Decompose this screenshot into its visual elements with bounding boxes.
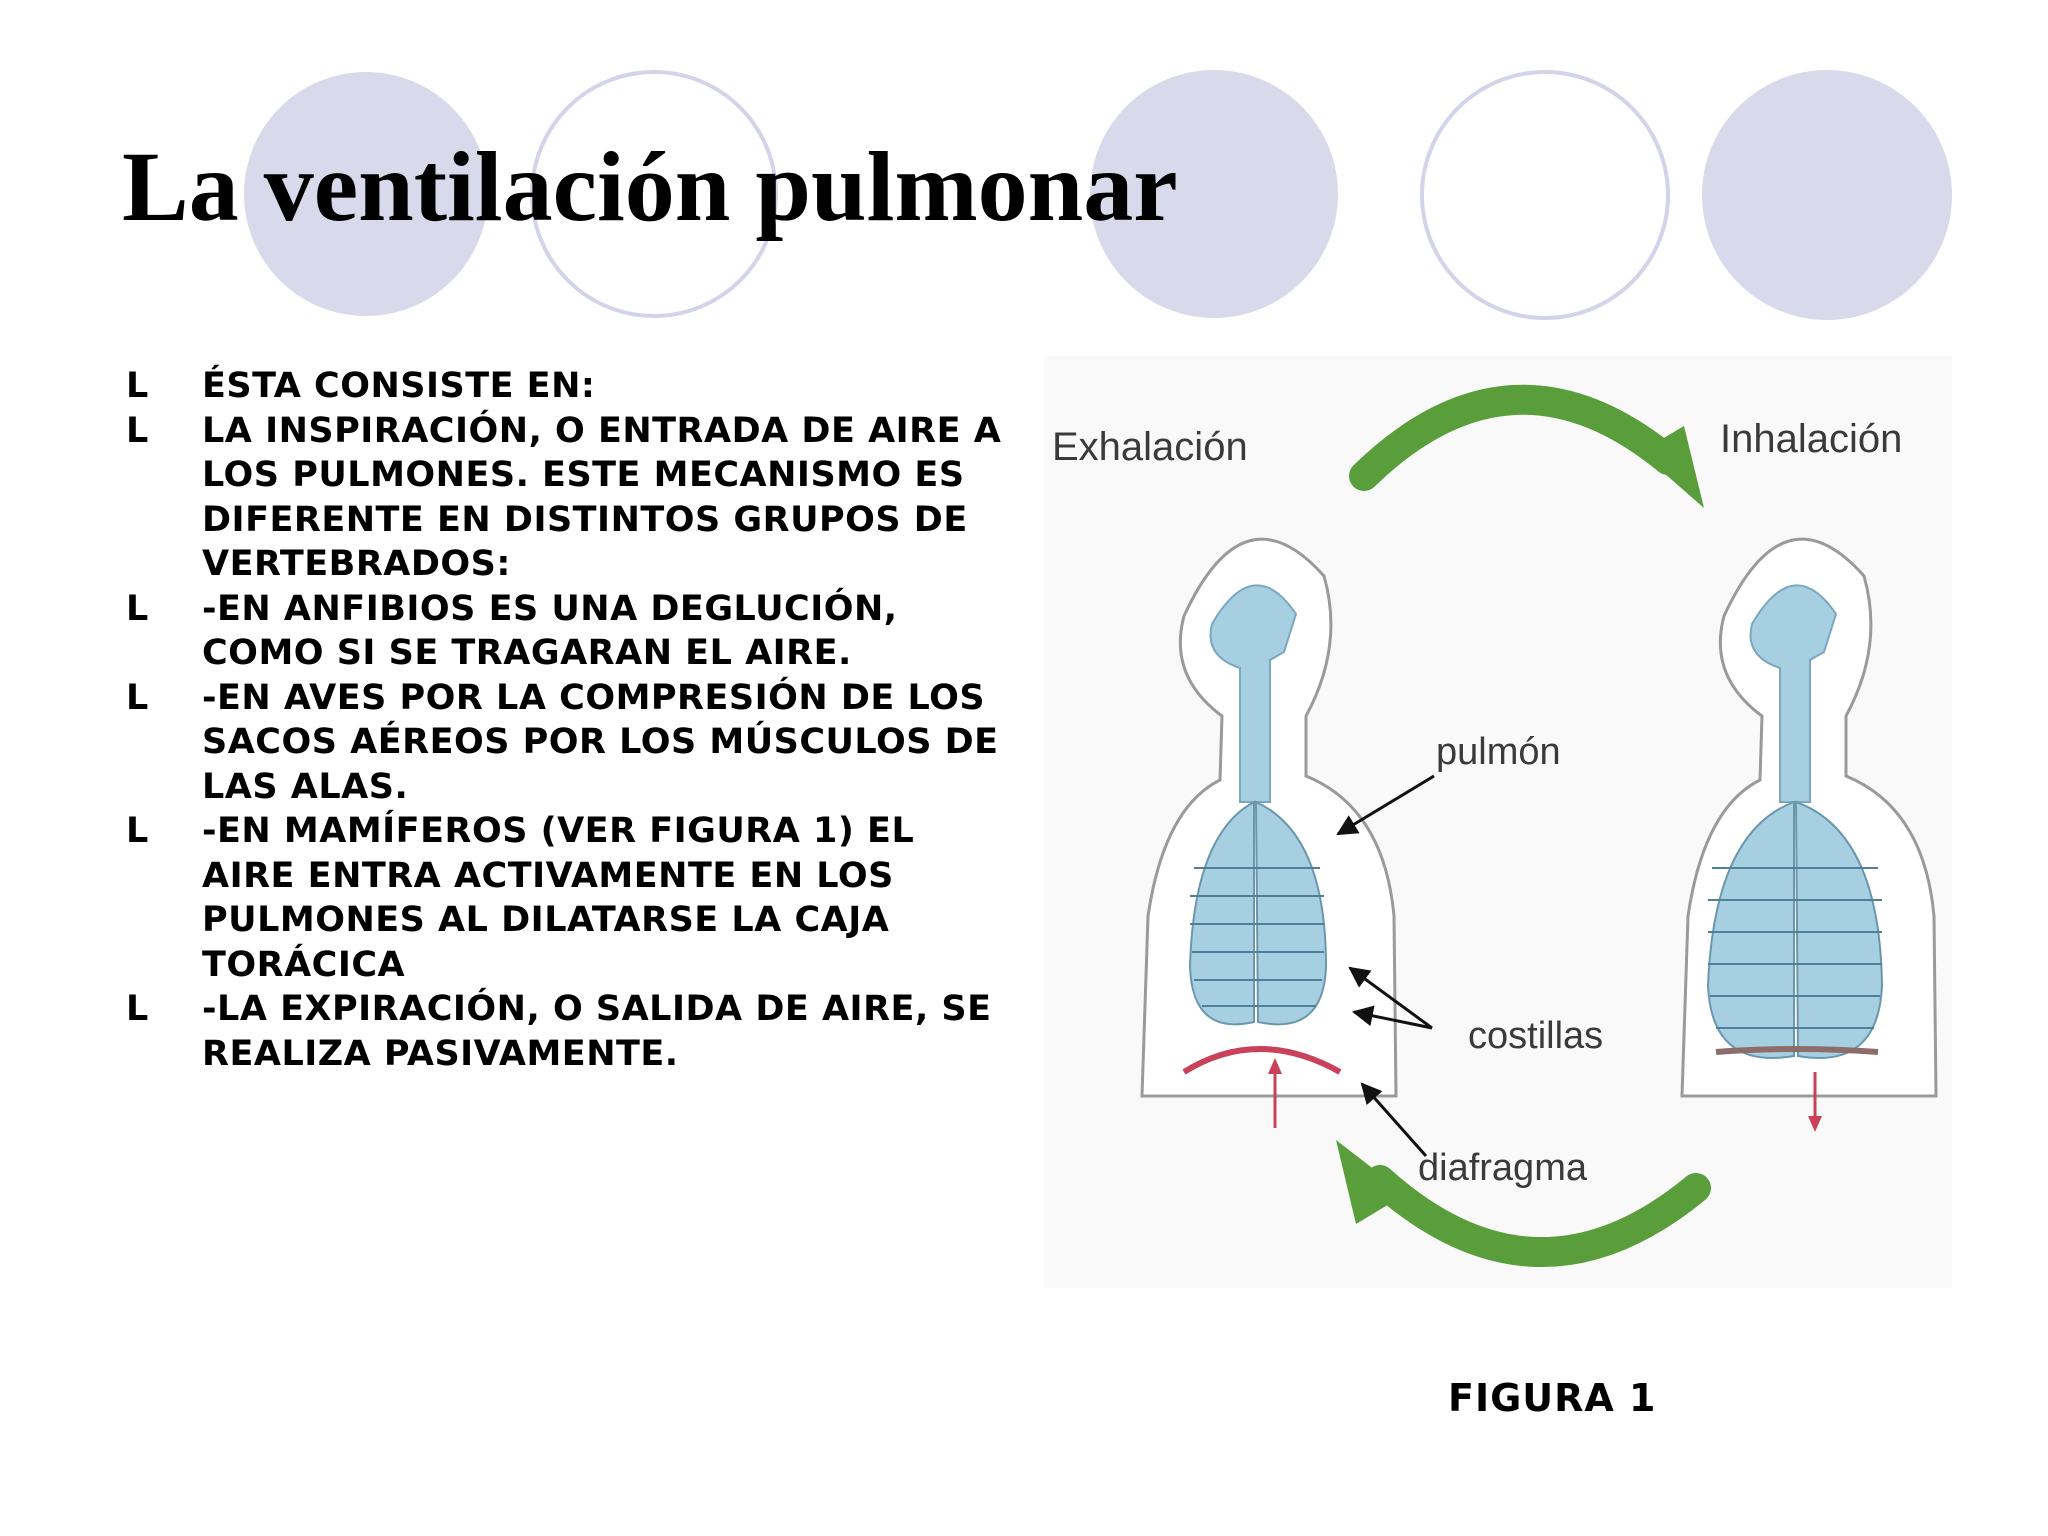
bullet-text: Ésta consiste en: <box>202 366 596 406</box>
bullet-item: l Ésta consiste en: <box>118 364 1018 409</box>
bullet-item: l -En mamíferos (ver figura 1) el aire en… <box>118 809 1018 987</box>
label-pointers <box>1336 774 1435 1157</box>
decorative-circle-5 <box>1702 70 1952 320</box>
decorative-circle-1 <box>244 72 488 316</box>
bullet-marker: l <box>126 588 149 629</box>
bullet-marker: l <box>126 811 149 851</box>
respiration-figure: Exhalación Inhalación pulmón costillas d… <box>1044 356 1952 1288</box>
bullet-text: La inspiración, o entrada de aire a los … <box>202 410 1002 585</box>
bullet-list: l Ésta consiste en: l La inspiración, o en… <box>118 364 1018 1076</box>
bullet-marker: l <box>126 677 149 718</box>
slide-title: La ventilación pulmonar <box>122 131 1178 242</box>
bullet-marker: l <box>126 366 149 406</box>
bullet-marker: l <box>126 410 149 451</box>
bullet-text: -En anfibios es una deglución, como si s… <box>202 588 898 674</box>
decorative-ring-4 <box>1420 70 1670 320</box>
bullet-item: l -En aves por la compresión de los sacos… <box>118 676 1018 810</box>
figure-label-exhalation: Exhalación <box>1052 425 1248 469</box>
decorative-ring-2 <box>530 70 778 318</box>
bullet-item: l -En anfibios es una deglución, como si … <box>118 587 1018 676</box>
cycle-arrow-top <box>1349 384 1704 508</box>
figure-label-inhalation: Inhalación <box>1720 417 1902 461</box>
decorative-circle-3 <box>1090 70 1338 318</box>
bullet-text: -En aves por la compresión de los sacos … <box>202 677 999 807</box>
bullet-item: l -La expiración, o salida de aire, se re… <box>118 987 1018 1076</box>
bullet-text: -La expiración, o salida de aire, se rea… <box>202 989 992 1074</box>
bullet-marker: l <box>126 989 149 1029</box>
bullet-text: -En mamíferos (ver figura 1) el aire ent… <box>202 811 915 985</box>
cycle-arrow-bottom <box>1336 1140 1711 1267</box>
exhalation-body <box>1140 537 1398 1128</box>
bullet-item: l La inspiración, o entrada de aire a los… <box>118 409 1018 587</box>
inhalation-body <box>1680 537 1938 1132</box>
figure-label-diaphragm: diafragma <box>1418 1147 1588 1189</box>
figure-label-ribs: costillas <box>1468 1015 1603 1057</box>
figure-caption: Figura 1 <box>1448 1376 1657 1420</box>
figure-label-lung: pulmón <box>1436 731 1561 773</box>
